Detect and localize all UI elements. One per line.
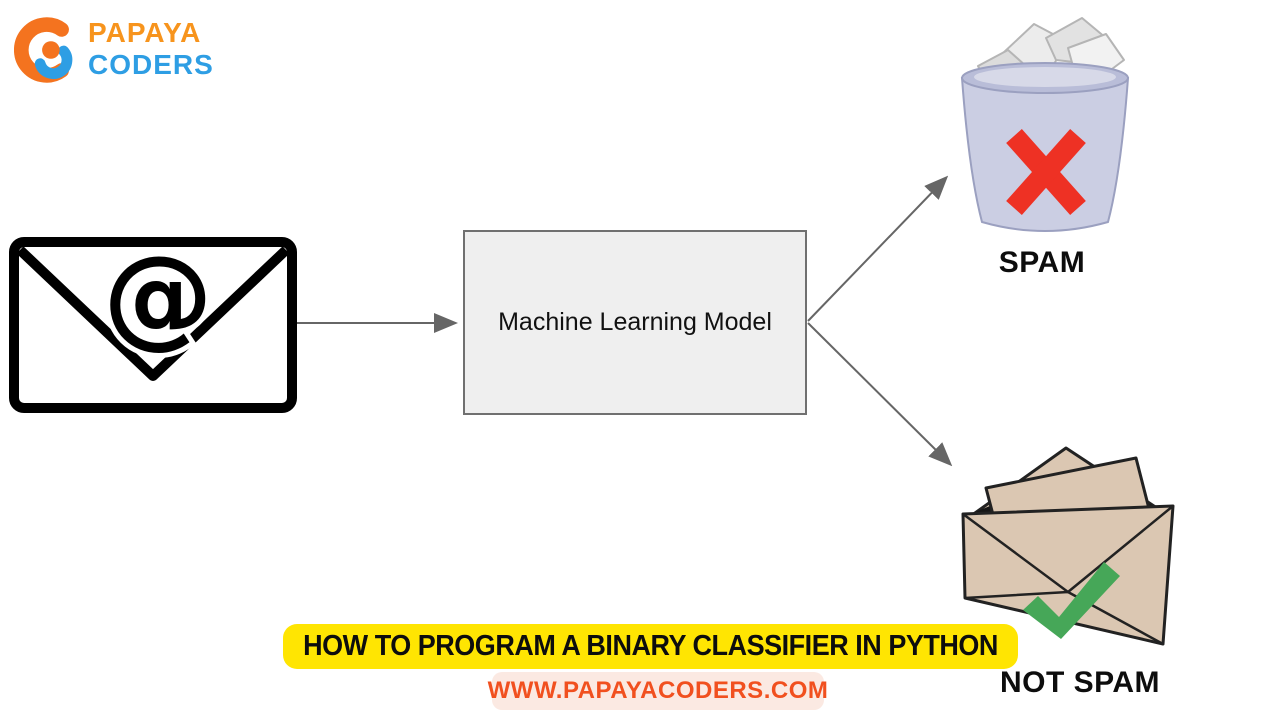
title-text: HOW TO PROGRAM A BINARY CLASSIFIER IN PY… [303, 630, 998, 662]
brand-logo: PAPAYA CODERS [14, 8, 214, 90]
spam-label: SPAM [998, 246, 1086, 279]
papaya-coders-logo-icon [14, 17, 73, 83]
envelope-front [961, 504, 1175, 646]
red-x-mark [1006, 129, 1086, 215]
ml-model-label: Machine Learning Model [498, 308, 772, 336]
bin-rim-inner [974, 67, 1116, 87]
brand-name-line2: CODERS [88, 49, 214, 80]
not-spam-label: NOT SPAM [999, 666, 1161, 699]
happy-envelope-green-check-icon [961, 446, 1175, 646]
trash-bin-red-x-icon [960, 17, 1130, 232]
brand-name: PAPAYA CODERS [88, 17, 214, 81]
title-banner: HOW TO PROGRAM A BINARY CLASSIFIER IN PY… [283, 624, 1018, 669]
arrow-model-to-notspam [807, 322, 953, 467]
green-check-mark [1023, 562, 1120, 639]
ml-model-box: Machine Learning Model [463, 230, 807, 415]
at-symbol: @ [103, 236, 213, 360]
bin-body [960, 77, 1130, 232]
arrow-model-to-spam [807, 175, 949, 322]
brand-name-line1: PAPAYA [88, 17, 202, 48]
website-url: WWW.PAPAYACODERS.COM [487, 677, 829, 704]
email-envelope-at-icon: @ [9, 236, 297, 413]
website-pill: WWW.PAPAYACODERS.COM [488, 672, 828, 710]
